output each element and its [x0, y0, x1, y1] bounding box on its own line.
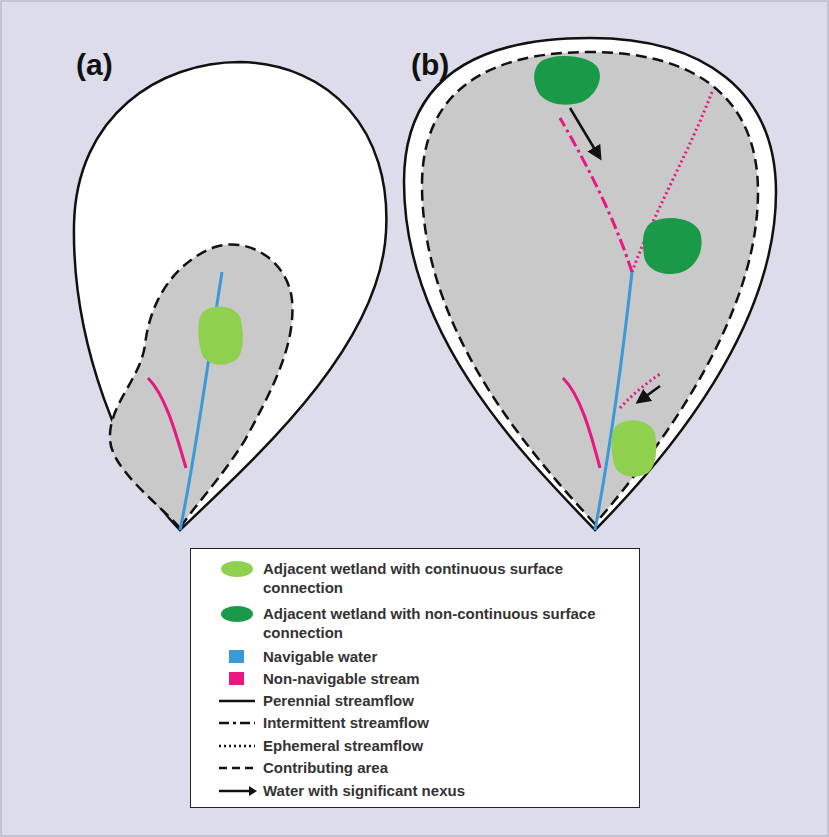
legend-row: Non-navigable stream: [191, 669, 641, 688]
legend-sample: [215, 736, 259, 756]
legend-arrowhead: [249, 786, 257, 796]
ephemeral-stream: [620, 374, 660, 408]
watershed-outline: [404, 38, 776, 530]
legend-swatch: [229, 672, 244, 685]
non-navigable-stream: [148, 378, 186, 468]
legend-text: Intermittent streamflow: [263, 713, 631, 732]
legend-line: [219, 700, 255, 703]
legend-row: Adjacent wetland with continuous surface…: [191, 559, 641, 597]
legend-row: Water with significant nexus: [191, 781, 641, 800]
panel-label: (a): [76, 48, 113, 82]
legend-sample: [215, 604, 259, 624]
nexus-arrow: [570, 108, 600, 158]
legend-sample: [215, 781, 259, 801]
legend-text: Water with significant nexus: [263, 781, 631, 800]
panel-label: (b): [411, 48, 449, 82]
contributing-area: [110, 244, 293, 528]
wetland-non-continuous: [534, 56, 600, 105]
legend-text: Navigable water: [263, 647, 631, 666]
legend-sample: [215, 758, 259, 778]
legend-text: Perennial streamflow: [263, 691, 631, 710]
legend-line: [219, 745, 255, 748]
legend-sample: [215, 647, 259, 667]
legend-row: Contributing area: [191, 758, 641, 777]
legend-text: Adjacent wetland with non-continuous sur…: [263, 604, 631, 642]
legend-sample: [215, 691, 259, 711]
legend-row: Intermittent streamflow: [191, 713, 641, 732]
wetland-non-continuous: [643, 218, 702, 274]
legend-swatch: [229, 650, 244, 663]
wetland-continuous: [611, 420, 656, 476]
legend-swatch: [221, 606, 253, 622]
legend-text: Contributing area: [263, 758, 631, 777]
legend-text: Ephemeral streamflow: [263, 736, 631, 755]
legend-line: [219, 722, 255, 725]
legend-swatch: [221, 561, 253, 577]
legend-row: Perennial streamflow: [191, 691, 641, 710]
non-navigable-stream: [563, 378, 600, 468]
legend-sample: [215, 669, 259, 689]
legend-line: [219, 790, 251, 793]
watershed-outline: [74, 62, 386, 530]
legend-line: [219, 767, 255, 770]
legend-row: Adjacent wetland with non-continuous sur…: [191, 604, 641, 642]
legend-box: Adjacent wetland with continuous surface…: [190, 548, 640, 808]
contributing-area: [422, 52, 758, 524]
legend-text: Non-navigable stream: [263, 669, 631, 688]
intermittent-stream: [560, 118, 632, 272]
navigable-stream: [595, 272, 632, 530]
wetland-continuous: [198, 306, 243, 364]
legend-row: Ephemeral streamflow: [191, 736, 641, 755]
legend-sample: [215, 713, 259, 733]
legend-sample: [215, 559, 259, 579]
legend-row: Navigable water: [191, 647, 641, 666]
nexus-arrow: [638, 386, 660, 402]
legend-text: Adjacent wetland with continuous surface…: [263, 559, 631, 597]
